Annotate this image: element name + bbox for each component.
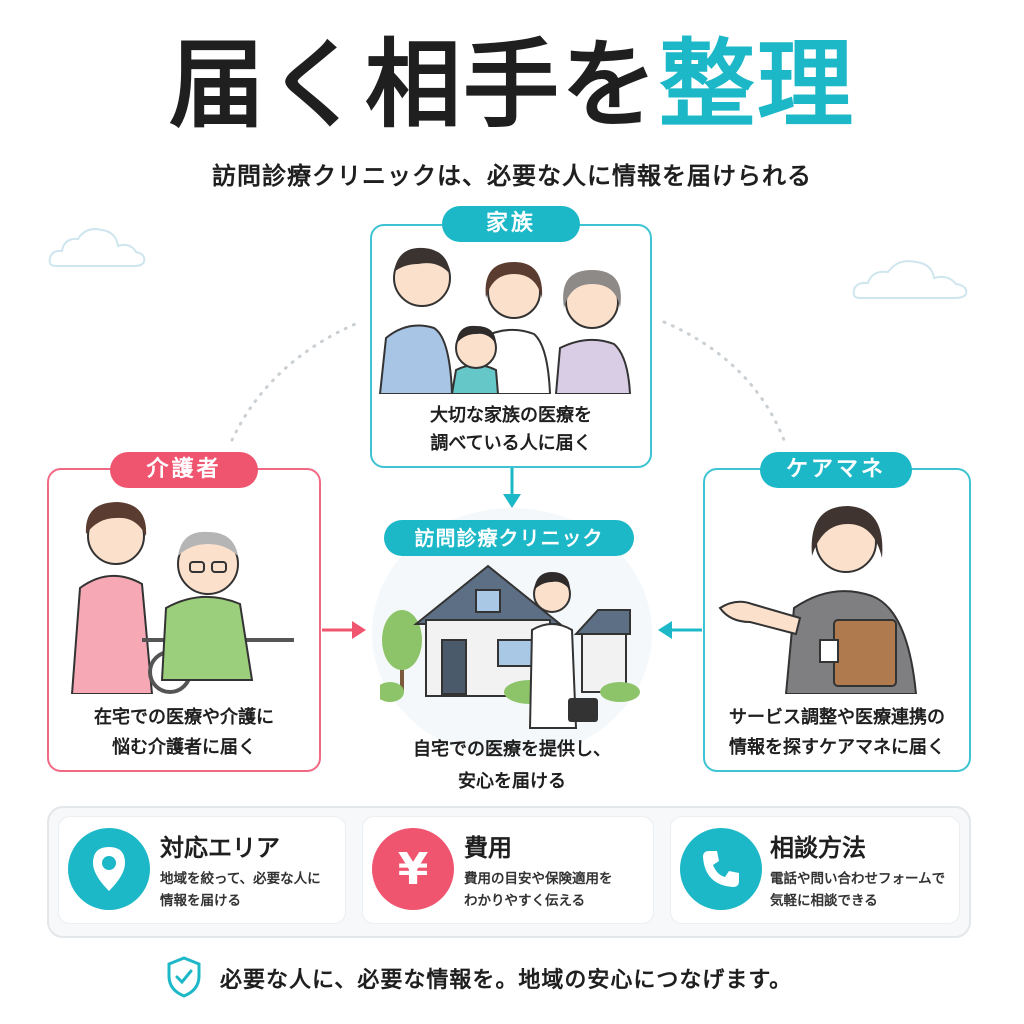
info-desc-area: 地域を絞って、必要な人に 情報を届ける <box>160 871 321 909</box>
title-main: 届く相手を <box>169 29 659 141</box>
family-text-line2: 調べている人に届く <box>430 433 592 454</box>
care-manager-text-line1: サービス調整や医療連携の <box>729 707 945 728</box>
cloud-left-icon <box>48 228 146 267</box>
yen-icon: ¥ <box>397 843 429 895</box>
info-desc-consult: 電話や問い合わせフォームで 気軽に相談できる <box>770 871 946 909</box>
carer-text-line1: 在宅での医療や介護に <box>94 707 274 728</box>
clinic-text-line1: 自宅での医療を提供し、 <box>413 739 611 760</box>
info-title-area: 対応エリア <box>160 834 280 862</box>
map-pin-icon-circle <box>68 828 150 910</box>
care-manager-badge: ケアマネ <box>760 452 912 488</box>
care-manager-text-line2: 情報を探すケアマネに届く <box>729 737 945 758</box>
clinic-illustration <box>380 564 640 729</box>
phone-icon <box>703 851 739 887</box>
family-badge: 家族 <box>442 206 580 242</box>
carer-text-line2: 悩む介護者に届く <box>112 737 256 758</box>
footer-message: 必要な人に、必要な情報を。地域の安心につなげます。 <box>220 968 793 993</box>
yen-icon-circle: ¥ <box>372 828 454 910</box>
map-pin-icon <box>93 847 125 891</box>
clinic-badge: 訪問診療クリニック <box>384 520 634 556</box>
info-desc-cost: 費用の目安や保険適用を わかりやすく伝える <box>464 871 613 909</box>
title-accent: 整理 <box>659 29 855 141</box>
clinic-text-line2: 安心を届ける <box>458 771 566 792</box>
phone-icon-circle <box>680 828 762 910</box>
family-text-line1: 大切な家族の医療を <box>430 405 592 426</box>
page-title: 届く相手を整理 <box>0 28 1024 143</box>
cloud-right-icon <box>852 260 968 299</box>
carer-badge: 介護者 <box>110 452 258 488</box>
page-subtitle: 訪問診療クリニックは、必要な人に情報を届けられる <box>212 162 812 190</box>
care-manager-illustration <box>718 506 918 694</box>
carer-illustration <box>70 502 294 694</box>
info-title-cost: 費用 <box>464 834 512 862</box>
info-title-consult: 相談方法 <box>770 834 866 862</box>
family-illustration <box>378 247 632 394</box>
clinic-text: 自宅での医療を提供し、 安心を届ける <box>362 734 662 798</box>
shield-check-icon <box>167 956 201 998</box>
